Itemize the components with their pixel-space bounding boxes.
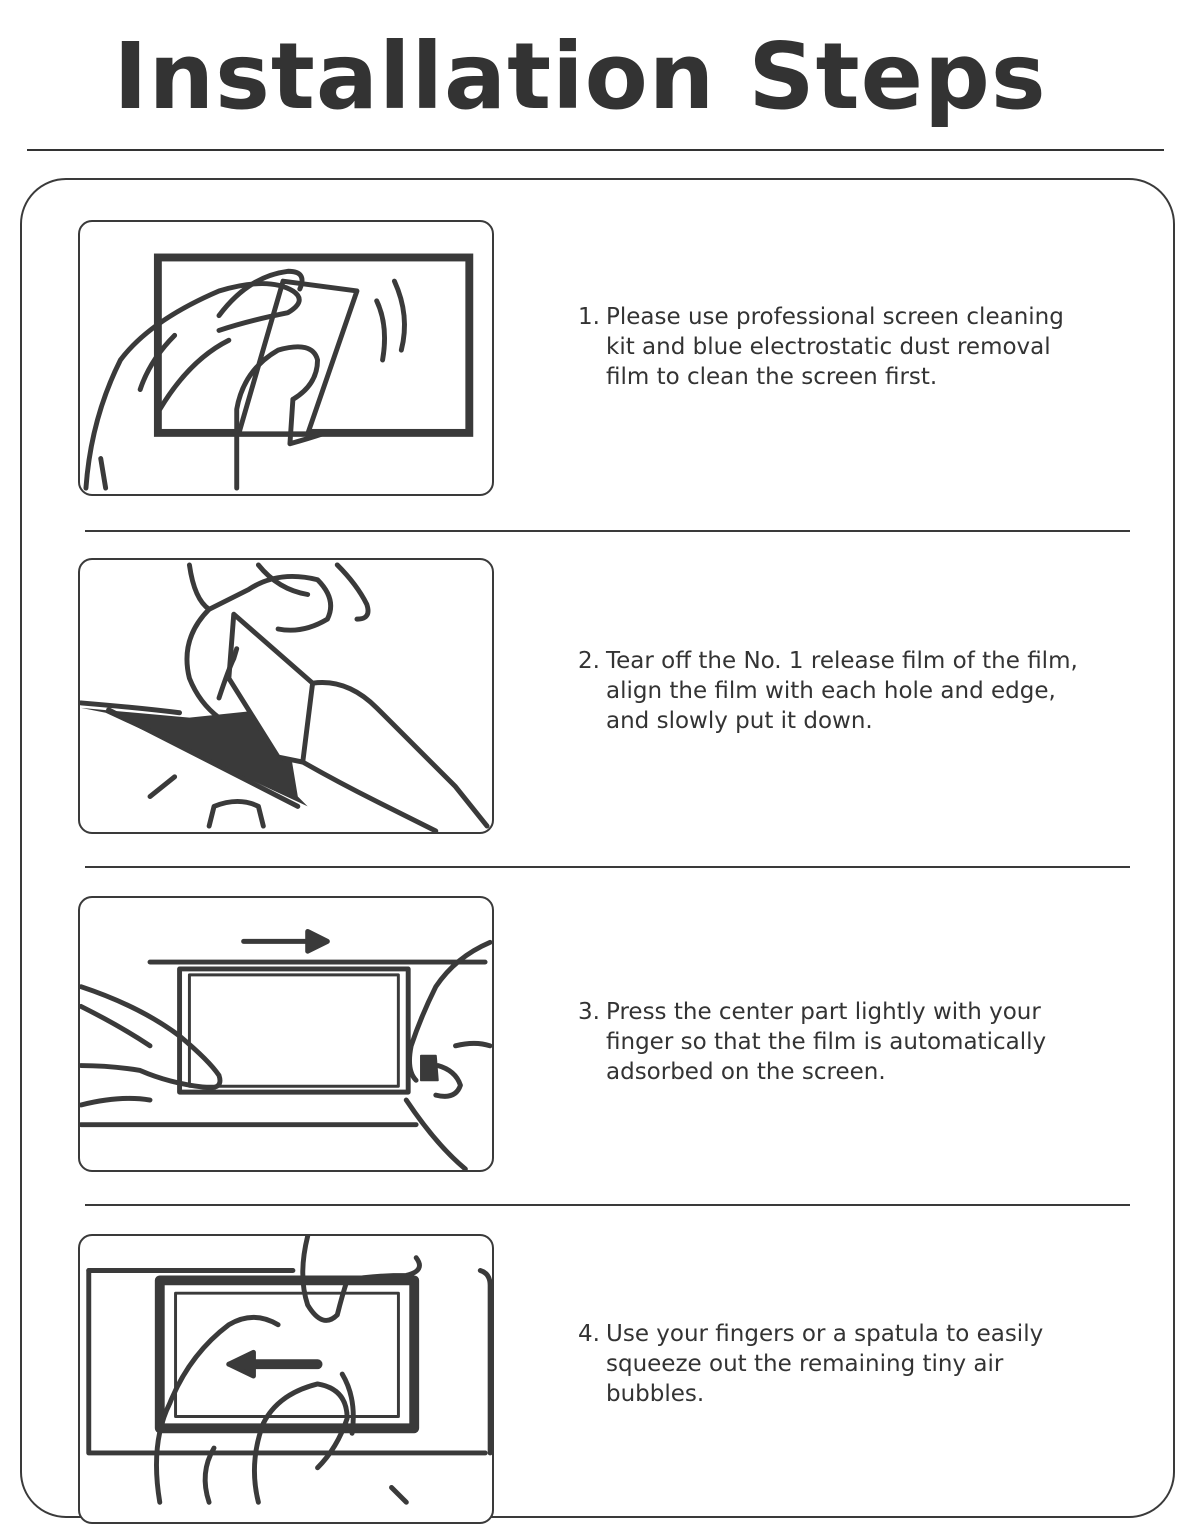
step-text: Use your fingers or a spatula to easily …	[606, 1321, 1044, 1407]
step-2-description: 2. Tear off the No. 1 release film of th…	[578, 646, 1098, 736]
step-3-description: 3. Press the center part lightly with yo…	[578, 997, 1098, 1087]
step-number: 3.	[578, 999, 600, 1025]
step-number: 4.	[578, 1321, 600, 1347]
finger-pressing-film-illustration	[78, 896, 494, 1172]
step-text: Press the center part lightly with your …	[606, 999, 1047, 1085]
fingers-squeezing-bubbles-illustration	[78, 1234, 494, 1524]
step-text: Tear off the No. 1 release film of the f…	[606, 648, 1078, 734]
hands-peeling-film-illustration	[78, 558, 494, 834]
title-divider	[27, 149, 1164, 151]
step-text: Please use professional screen cleaning …	[606, 304, 1064, 390]
step-number: 2.	[578, 648, 600, 674]
step-divider	[85, 530, 1130, 532]
page-title: Installation Steps	[113, 23, 1047, 130]
hand-wiping-screen-illustration	[78, 220, 494, 496]
step-divider	[85, 1204, 1130, 1206]
step-1-description: 1. Please use professional screen cleani…	[578, 302, 1098, 392]
step-4-description: 4. Use your fingers or a spatula to easi…	[578, 1319, 1098, 1409]
step-number: 1.	[578, 304, 600, 330]
step-divider	[85, 866, 1130, 868]
